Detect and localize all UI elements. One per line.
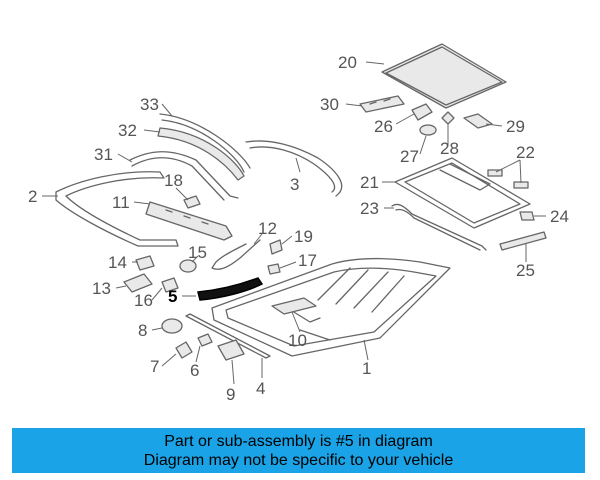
- part-11-bracket: [145, 201, 233, 241]
- callout-labels: 20 30 26 27 28 29 22 21 23 24 25 33 32 3…: [28, 53, 569, 404]
- callout-28: 28: [440, 139, 459, 158]
- callout-1: 1: [362, 359, 371, 378]
- part-15-cap: [179, 259, 197, 273]
- callout-29: 29: [506, 117, 525, 136]
- banner-line-2: Diagram may not be specific to your vehi…: [143, 451, 454, 469]
- part-4-rail: [185, 313, 271, 359]
- part-3-seal: [245, 140, 343, 197]
- callout-19: 19: [294, 227, 313, 246]
- part-23-rail: [391, 203, 487, 251]
- callout-21: 21: [360, 173, 379, 192]
- part-26-guide: [411, 103, 433, 121]
- callout-24: 24: [550, 207, 569, 226]
- part-19-grommet: [269, 239, 283, 255]
- callout-6: 6: [190, 361, 199, 380]
- callout-25: 25: [516, 261, 535, 280]
- callout-5-highlighted: 5: [168, 287, 177, 306]
- callout-20: 20: [338, 53, 357, 72]
- part-21-frame: [394, 157, 531, 229]
- leader-lines: [42, 61, 546, 385]
- callout-26: 26: [374, 117, 393, 136]
- part-5-highlighted: [197, 277, 264, 301]
- part-9-bracket: [217, 339, 245, 361]
- callout-14: 14: [108, 253, 127, 272]
- callout-2: 2: [28, 187, 37, 206]
- part-10-guide: [271, 297, 317, 315]
- callout-11: 11: [112, 193, 130, 212]
- part-30-bracket: [359, 95, 405, 113]
- part-1-main-frame: [211, 257, 451, 357]
- part-22-stoppers: [487, 159, 529, 189]
- part-32-molding: [157, 127, 245, 181]
- part-6-clip: [197, 333, 213, 347]
- callout-13: 13: [92, 279, 111, 298]
- part-33-molding: [159, 113, 251, 173]
- callout-23: 23: [360, 199, 379, 218]
- callout-7: 7: [150, 357, 159, 376]
- part-17-clip: [267, 263, 281, 275]
- part-31-molding: [129, 151, 239, 201]
- part-29-arm: [463, 113, 493, 129]
- callout-17: 17: [298, 251, 317, 270]
- part-24-clip: [519, 211, 535, 221]
- callout-30: 30: [320, 95, 339, 114]
- callout-12: 12: [258, 219, 277, 238]
- part-8-knob: [161, 318, 183, 334]
- callout-33: 33: [140, 95, 159, 114]
- part-12-cable: [211, 239, 261, 270]
- callout-18: 18: [164, 171, 183, 190]
- callout-9: 9: [226, 385, 235, 404]
- banner-line-1: Part or sub-assembly is #5 in diagram: [164, 432, 433, 450]
- part-27-knob: [419, 124, 437, 136]
- callout-3: 3: [290, 175, 299, 194]
- callout-4: 4: [256, 379, 265, 398]
- part-13-cover: [123, 273, 153, 293]
- info-banner: Part or sub-assembly is #5 in diagram Di…: [12, 428, 585, 473]
- part-7-grommet: [175, 341, 193, 359]
- part-2-weatherstrip: [55, 171, 179, 247]
- part-28-clip: [441, 111, 455, 125]
- callout-22: 22: [516, 143, 535, 162]
- part-20-glass-panel: [381, 43, 507, 109]
- callout-16: 16: [134, 291, 153, 310]
- part-14-clip: [135, 255, 155, 271]
- callout-8: 8: [138, 321, 147, 340]
- callout-32: 32: [118, 121, 137, 140]
- parts-diagram: 20 30 26 27 28 29 22 21 23 24 25 33 32 3…: [28, 43, 569, 404]
- part-16-clip: [161, 277, 179, 293]
- callout-15: 15: [188, 243, 207, 262]
- callout-31: 31: [94, 145, 113, 164]
- part-25-strip: [499, 231, 547, 251]
- part-18-clip: [183, 195, 201, 209]
- callout-27: 27: [400, 147, 419, 166]
- callout-10: 10: [288, 331, 307, 350]
